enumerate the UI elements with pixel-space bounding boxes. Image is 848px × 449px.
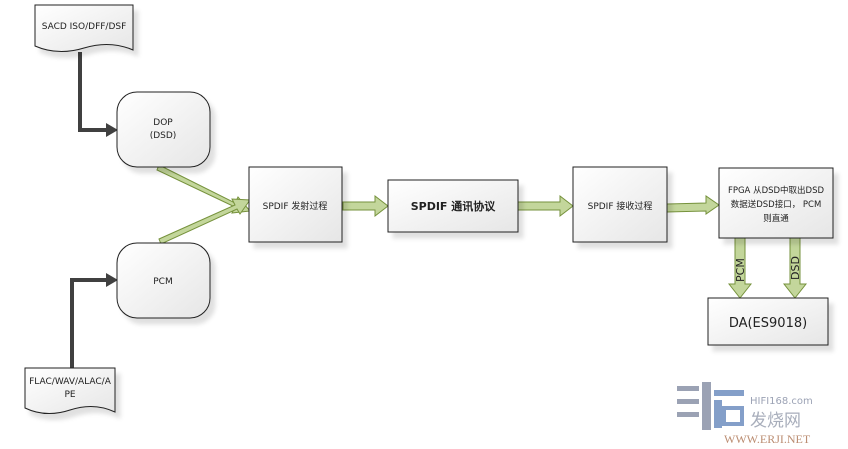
node-spdif-tx: SPDIF 发射过程 [248,166,343,243]
node-da: DA(ES9018) [707,297,829,346]
node-dop: DOP (DSD) [116,91,211,168]
node-dop-label-2: (DSD) [150,131,177,141]
node-fpga-label-3: 则直通 [763,213,789,224]
green-arrows [156,164,808,299]
edge-label-pcm: PCM [734,258,747,282]
node-dop-label-1: DOP [153,118,173,128]
node-spdif-rx: SPDIF 接收过程 [572,166,668,243]
watermark-name: 发烧网 [750,411,801,431]
arrow-pcm-to-tx [158,198,251,245]
node-sacd-label: SACD ISO/DFF/DSF [42,22,127,32]
node-spdif-protocol-label: SPDIF 通讯协议 [411,199,497,213]
node-fpga-label-1: FPGA 从DSD中取出DSD [728,185,825,196]
node-pcm: PCM [116,242,211,319]
arrow-fpga-to-da-dsd [782,237,808,299]
node-da-label: DA(ES9018) [729,316,807,331]
watermark-logo: HIFI168.com 发烧网 WWW.ERJI.NET [677,382,813,446]
node-pcm-label: PCM [153,277,172,287]
node-sacd: SACD ISO/DFF/DSF [34,4,134,52]
node-flac: FLAC/WAV/ALAC/A PE [24,367,116,414]
node-spdif-protocol: SPDIF 通讯协议 [387,179,519,233]
arrow-tx-to-protocol [342,194,389,218]
watermark-site: HIFI168.com [750,396,813,407]
edge-label-dsd: DSD [789,256,802,280]
watermark-url: WWW.ERJI.NET [724,432,811,446]
node-flac-label-2: PE [64,390,75,400]
node-spdif-tx-label: SPDIF 发射过程 [263,200,328,212]
node-spdif-rx-label: SPDIF 接收过程 [588,200,653,212]
arrow-fpga-to-da-pcm [727,237,753,299]
arrow-protocol-to-rx [517,194,574,218]
connector-flac-to-pcm [70,273,118,368]
node-fpga-label-2: 数据送DSD接口， PCM [731,199,822,210]
node-fpga: FPGA 从DSD中取出DSD 数据送DSD接口， PCM 则直通 [718,167,834,239]
arrow-rx-to-fpga [666,195,720,215]
connector-sacd-to-dop [78,52,118,137]
node-flac-label-1: FLAC/WAV/ALAC/A [29,377,112,387]
